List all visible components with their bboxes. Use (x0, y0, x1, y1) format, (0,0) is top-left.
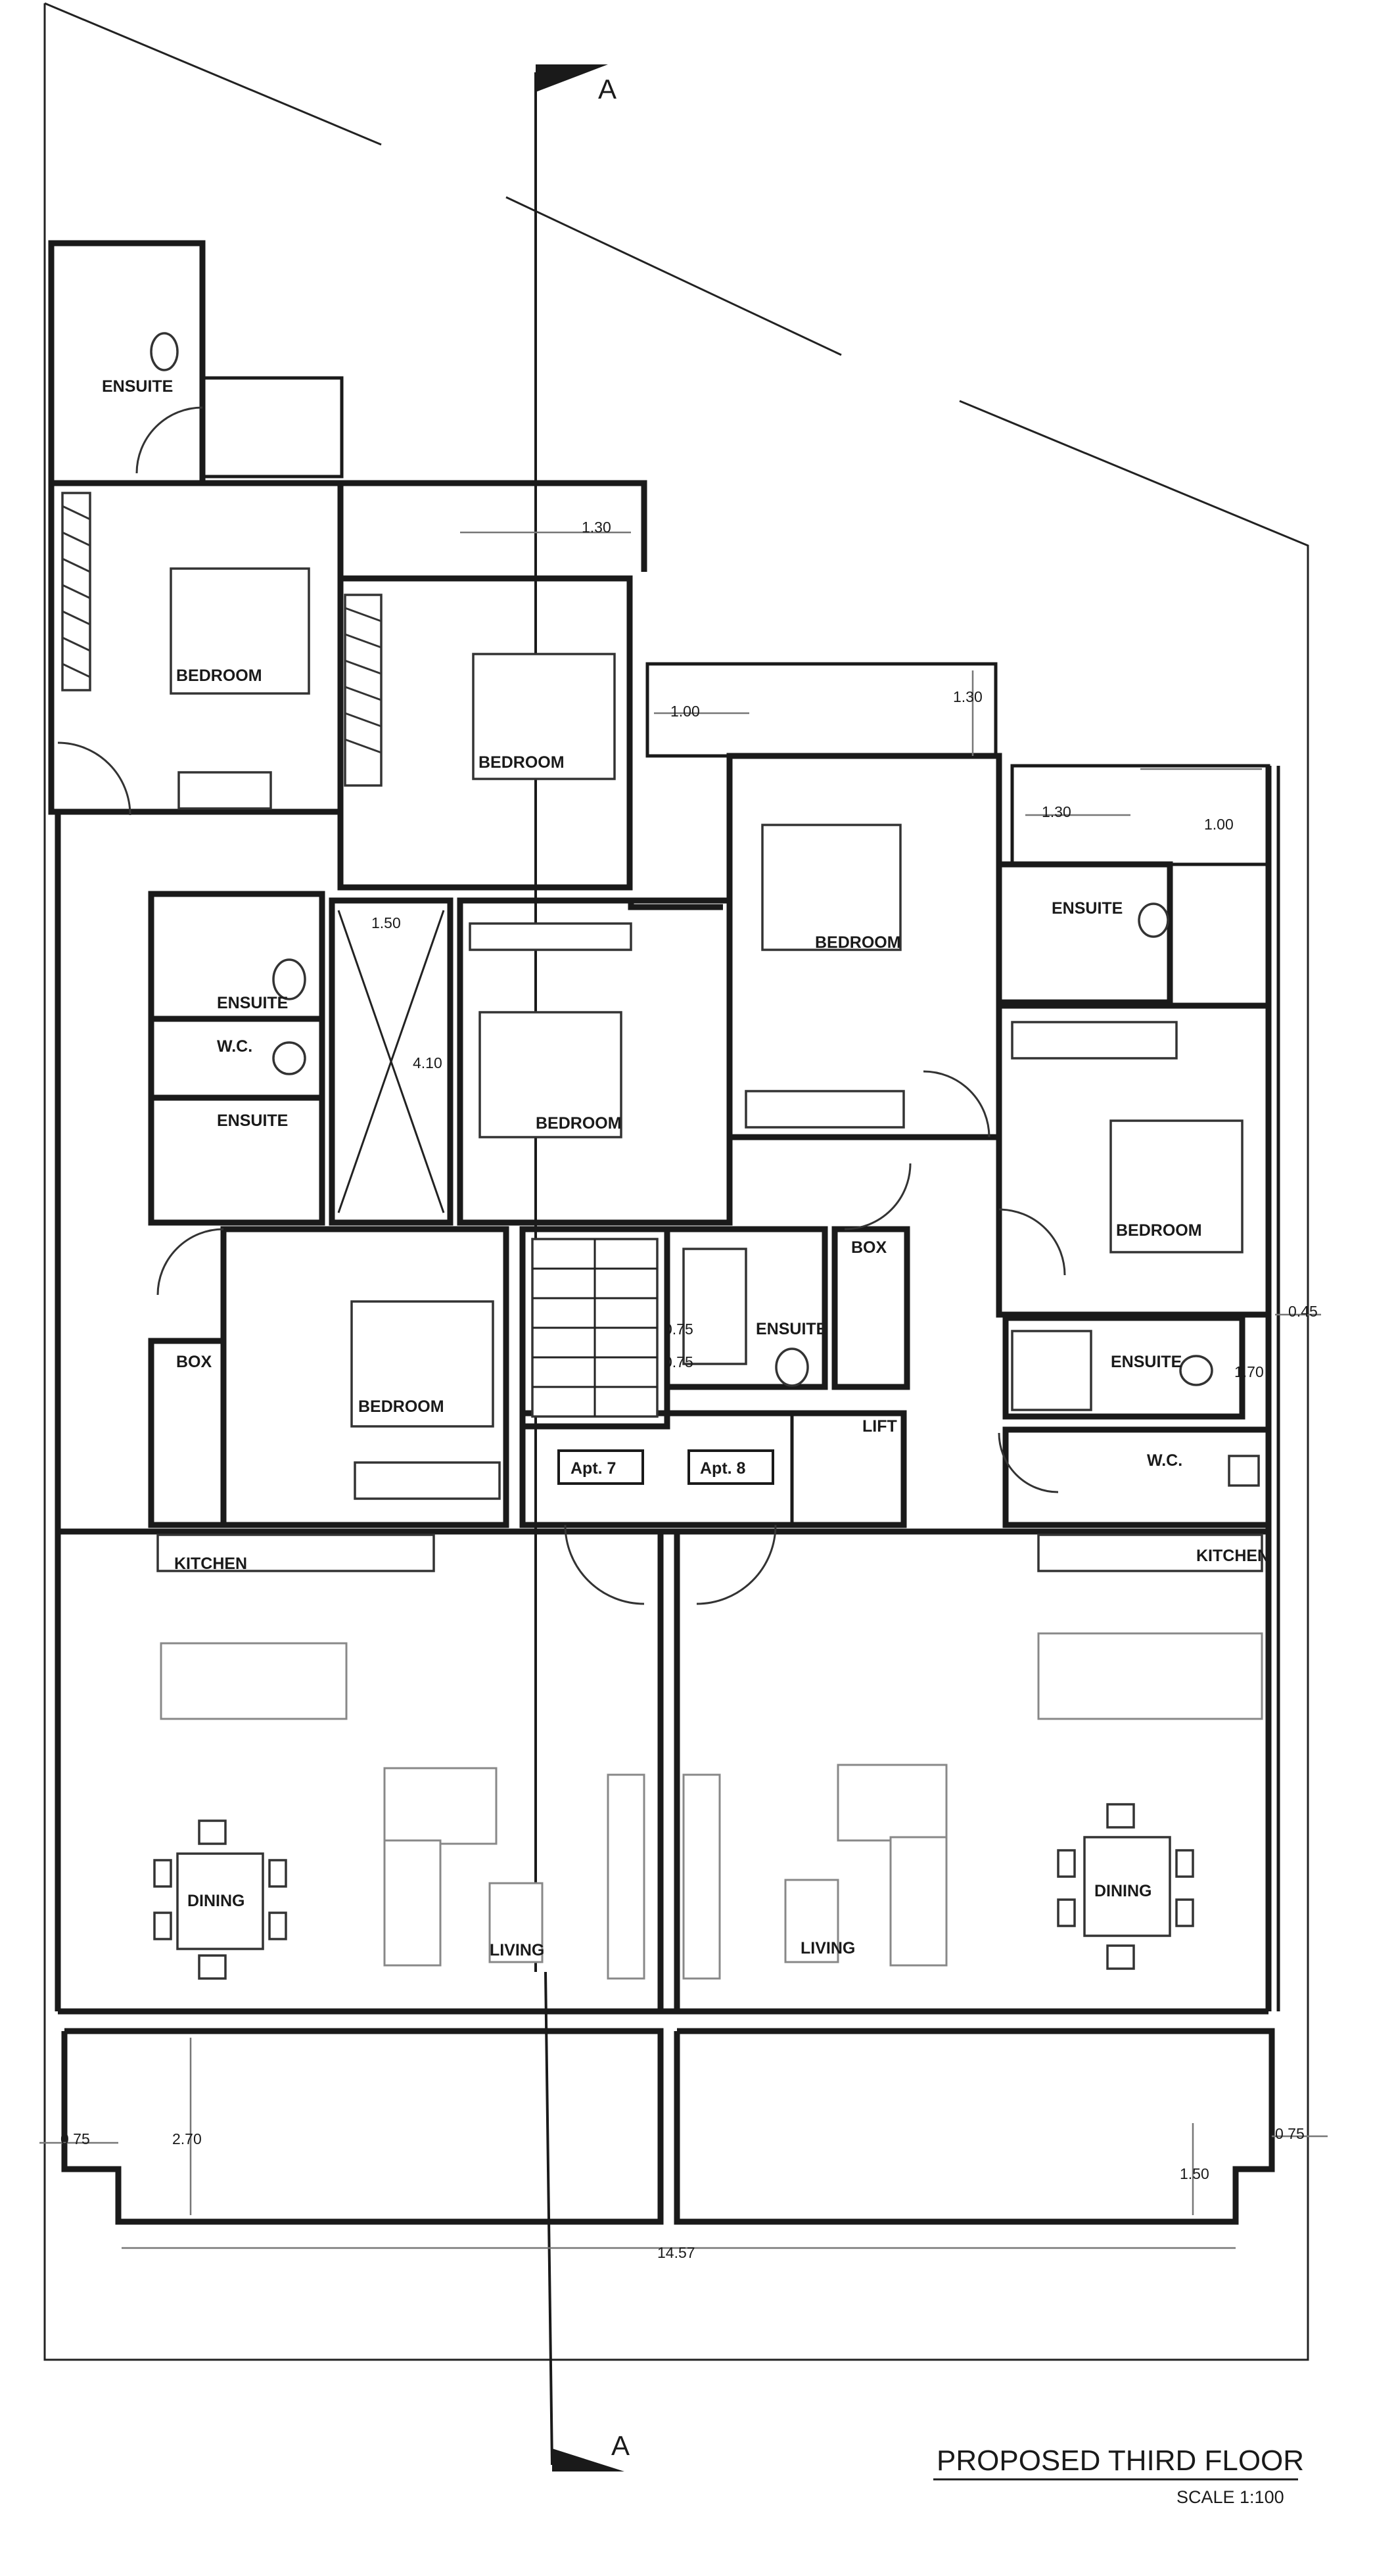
shower-tray (682, 1248, 747, 1365)
dimension-lines (39, 531, 1328, 2249)
label-kitchen-1: KITCHEN (174, 1555, 247, 1573)
dim-balcony-right-b: 1.00 (1204, 816, 1234, 833)
label-dining-2: DINING (1094, 1882, 1152, 1900)
living-furniture (383, 1764, 948, 1980)
dim-lift-depth: 4.10 (413, 1054, 442, 1071)
label-ensuite-4: ENSUITE (217, 1112, 288, 1130)
dim-wall-offset: 0.45 (1288, 1303, 1318, 1320)
dim-balcony-mid: 1.30 (953, 688, 983, 705)
label-kitchen-2: KITCHEN (1196, 1547, 1269, 1565)
dim-balcony-right-a: 1.30 (1042, 803, 1071, 820)
site-boundary (43, 2, 1309, 2361)
doors (57, 406, 1066, 1605)
label-living-2: LIVING (801, 1939, 855, 1957)
section-label-top: A (598, 74, 617, 105)
label-living-1: LIVING (490, 1941, 544, 1959)
dim-shower-right: 1.70 (1234, 1363, 1264, 1380)
section-label-bottom: A (611, 2430, 630, 2461)
label-bedroom-1: BEDROOM (176, 667, 262, 685)
bed-bench (177, 771, 272, 810)
stair (531, 1238, 659, 1418)
label-ensuite-3: ENSUITE (217, 994, 288, 1012)
dim-shower-b: 0.75 (664, 1353, 693, 1370)
label-bedroom-3: BEDROOM (815, 933, 901, 952)
label-bedroom-5: BEDROOM (536, 1114, 622, 1133)
dim-balcony-right: 1.50 (1180, 2165, 1209, 2182)
label-dining-1: DINING (187, 1892, 245, 1910)
dim-balcony-top: 1.30 (582, 519, 611, 536)
label-ensuite-6: ENSUITE (1111, 1353, 1182, 1371)
dim-balcony-left: 1.00 (670, 703, 700, 720)
dim-lift-width: 1.50 (371, 914, 401, 931)
drawing-title: PROPOSED THIRD FLOOR (937, 2445, 1304, 2477)
dim-shower-a: 0.75 (664, 1321, 693, 1338)
label-bedroom-6: BEDROOM (358, 1397, 444, 1416)
drawing-scale: SCALE 1:100 (1176, 2487, 1284, 2507)
kitchen-counters (156, 1534, 1263, 1720)
apt-8-label: Apt. 8 (700, 1459, 746, 1478)
section-arrow-bottom (552, 2448, 624, 2471)
apt-7-label: Apt. 7 (570, 1459, 616, 1478)
dim-total-width: 14.57 (657, 2244, 695, 2261)
dim-right-overhang: 0 75 (1275, 2125, 1305, 2142)
lift-shaft-cross (337, 910, 445, 1213)
label-ensuite-2: ENSUITE (1052, 899, 1123, 918)
wardrobes (61, 492, 1178, 1500)
label-wc-2: W.C. (1147, 1451, 1182, 1470)
bath (1011, 1330, 1092, 1411)
beds (170, 567, 1244, 1428)
dining-right (1057, 1803, 1194, 1970)
walls (48, 240, 1280, 2225)
label-ensuite-1: ENSUITE (102, 377, 173, 396)
dim-left-overhang: 0 75 (60, 2130, 90, 2147)
label-box-2: BOX (176, 1353, 212, 1371)
apt-7-tag (557, 1449, 644, 1485)
label-bedroom-2: BEDROOM (478, 753, 565, 772)
label-box-1: BOX (851, 1238, 887, 1257)
label-wc-1: W.C. (217, 1037, 252, 1056)
apt-8-tag (687, 1449, 774, 1485)
label-lift: LIFT (862, 1417, 897, 1436)
section-arrow-top (536, 64, 608, 92)
sanitary (150, 332, 1260, 1487)
label-ensuite-5: ENSUITE (756, 1320, 827, 1338)
dining-left (153, 1819, 287, 1980)
dim-balcony-depth: 2.70 (172, 2130, 202, 2147)
label-bedroom-4: BEDROOM (1116, 1221, 1202, 1240)
